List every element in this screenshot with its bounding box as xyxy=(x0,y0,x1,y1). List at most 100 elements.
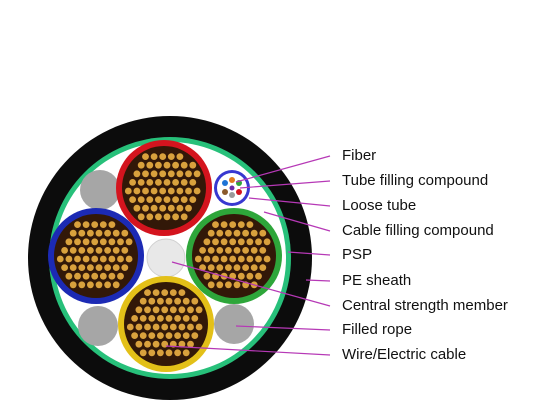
leader-line-psp xyxy=(287,251,331,256)
label-pe-sheath: PE sheath xyxy=(342,272,412,289)
wire-strand xyxy=(194,255,202,263)
wire-strand xyxy=(212,255,219,263)
wire-strand xyxy=(108,238,116,246)
wire-strand xyxy=(82,238,90,246)
fiber xyxy=(229,185,235,191)
wire-strand xyxy=(165,315,173,322)
wire-strand xyxy=(61,264,68,271)
wire-strand xyxy=(165,332,173,339)
label-tube-filling-compound: Tube filling compound xyxy=(342,172,489,189)
wire-strand xyxy=(199,264,207,271)
wire-strand xyxy=(182,315,190,322)
wire-strand xyxy=(187,323,194,331)
wire-strand xyxy=(189,196,197,204)
wire-strand xyxy=(237,221,245,229)
wire-strand xyxy=(125,238,133,246)
wire-strand xyxy=(165,349,173,357)
wire-strand xyxy=(195,323,203,331)
wire-bundle-red xyxy=(116,140,212,236)
wire-strand xyxy=(157,297,164,305)
wire-strand xyxy=(180,161,188,169)
wire-strand xyxy=(167,187,175,195)
wire-strand xyxy=(157,315,164,322)
wire-strand xyxy=(87,281,94,289)
wire-strand xyxy=(225,281,232,289)
label-filled-rope: Filled rope xyxy=(342,321,413,338)
wire-strand xyxy=(259,264,267,271)
wire-strand xyxy=(124,187,132,195)
wire-strand xyxy=(182,332,190,339)
wire-strand xyxy=(163,213,171,221)
wire-strand xyxy=(121,229,129,237)
label-fiber: Fiber xyxy=(342,147,377,164)
wire-strand xyxy=(159,170,167,178)
wire-strand xyxy=(139,349,147,357)
filled-rope xyxy=(78,306,118,346)
wire-strand xyxy=(167,204,175,212)
wire-strand xyxy=(246,238,254,246)
wire-strand xyxy=(74,272,81,280)
wire-strand xyxy=(131,315,139,322)
leader-line-cable-filling-compound xyxy=(263,211,331,232)
wire-strand xyxy=(225,247,232,254)
wire-strand xyxy=(229,255,237,263)
wire-strand xyxy=(61,247,68,254)
wire-strand xyxy=(216,229,224,237)
wire-strand xyxy=(108,255,116,263)
wire-strand xyxy=(178,289,186,296)
wire-strand xyxy=(237,255,245,263)
wire-strand xyxy=(212,221,219,229)
wire-strand xyxy=(144,306,151,314)
wire-strand xyxy=(242,247,250,254)
label-psp: PSP xyxy=(342,246,373,263)
wire-strand xyxy=(195,306,203,314)
wire-strand xyxy=(125,255,133,263)
leader-line-loose-tube xyxy=(248,197,331,207)
wire-strand xyxy=(176,204,184,212)
wire-strand xyxy=(133,187,141,195)
leader-line-tube-filling-compound xyxy=(239,180,331,189)
wire-strand xyxy=(117,238,124,246)
wire-strand xyxy=(174,315,182,322)
wire-strand xyxy=(121,264,129,271)
wire-strand xyxy=(250,229,258,237)
wire-strand xyxy=(65,272,73,280)
filled-rope xyxy=(80,170,120,210)
wire-strand xyxy=(121,247,129,254)
wire-strand xyxy=(150,153,158,161)
wire-strand xyxy=(176,153,184,161)
wire-strand xyxy=(172,179,180,186)
wire-strand xyxy=(65,238,73,246)
wire-strand xyxy=(82,255,90,263)
wire-strand xyxy=(216,247,224,254)
wire-strand xyxy=(65,255,73,263)
wire-strand xyxy=(163,179,171,186)
wire-strand xyxy=(148,349,156,357)
fiber xyxy=(222,180,228,186)
wire-strand xyxy=(159,153,167,161)
wire-strand xyxy=(189,179,197,186)
wire-bundles xyxy=(48,140,282,372)
wire-strand xyxy=(174,349,182,357)
wire-strand xyxy=(172,161,180,169)
wire-strand xyxy=(144,289,151,296)
leader-lines xyxy=(165,155,331,356)
wire-strand xyxy=(82,221,90,229)
wire-strand xyxy=(157,332,164,339)
wire-strand xyxy=(178,306,186,314)
wire-strand xyxy=(152,289,160,296)
wire-strand xyxy=(180,196,188,204)
wire-strand xyxy=(95,247,103,254)
leader-line-filled-rope xyxy=(235,325,331,331)
wire-strand xyxy=(176,187,184,195)
wire-strand xyxy=(137,161,145,169)
wire-strand xyxy=(220,255,228,263)
wire-strand xyxy=(207,264,215,271)
wire-strand xyxy=(169,289,177,296)
wire-strand xyxy=(142,170,149,178)
wire-strand xyxy=(112,247,120,254)
leader-line-fiber xyxy=(235,155,331,183)
fiber xyxy=(222,189,228,195)
wire-strand xyxy=(87,264,94,271)
